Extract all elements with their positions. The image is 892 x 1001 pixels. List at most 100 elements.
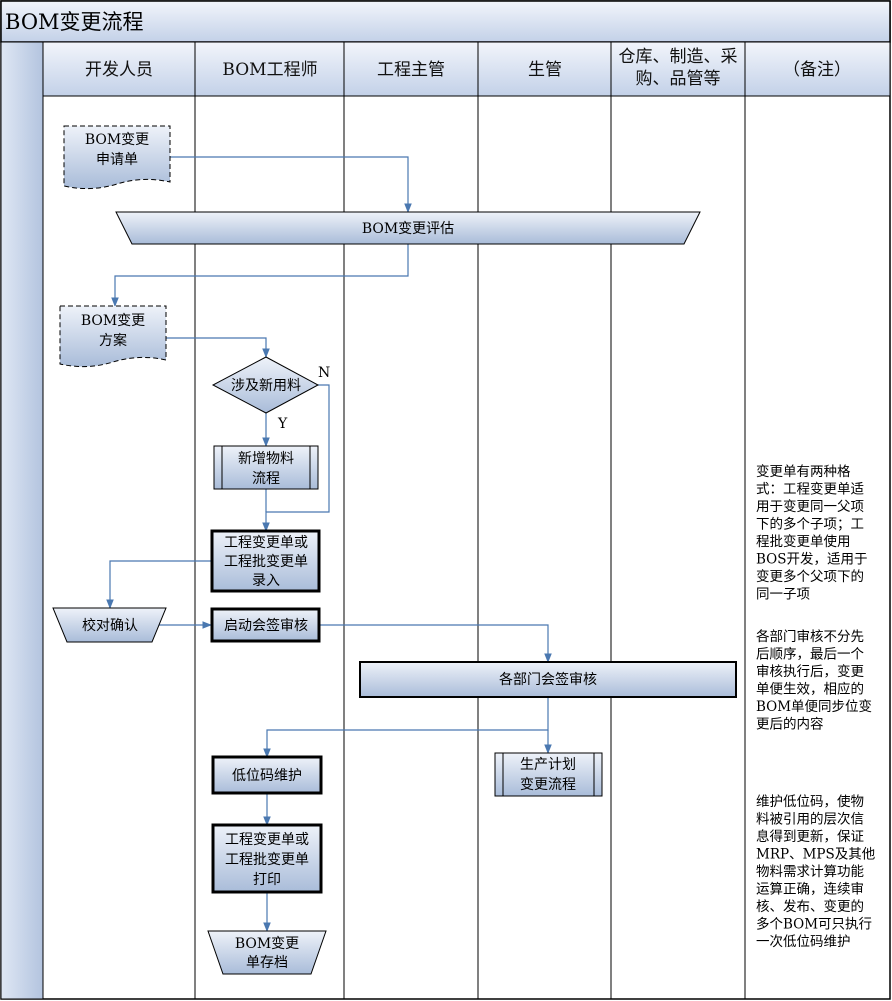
edge-plan-to-decision bbox=[166, 337, 270, 358]
text-line: 新增物料 bbox=[238, 451, 294, 467]
svg-text:BOM变更方案: BOM变更方案 bbox=[81, 313, 145, 349]
edge-dept-to-lowcode bbox=[263, 697, 549, 758]
node-change-eval: BOM变更评估 bbox=[115, 211, 701, 245]
text-line: 申请单 bbox=[96, 152, 138, 168]
text-line: 低位码维护 bbox=[232, 768, 302, 784]
text-line: 单存档 bbox=[246, 955, 288, 971]
svg-text:新增物料流程: 新增物料流程 bbox=[238, 451, 294, 487]
svg-text:工程变更单或工程批变更单录入: 工程变更单或工程批变更单录入 bbox=[224, 535, 308, 589]
lane-header-row bbox=[42, 41, 891, 97]
text-line: 下的多个子项；工 bbox=[756, 516, 864, 533]
text-line: 生管 bbox=[528, 60, 562, 80]
svg-text:各部门会签审核: 各部门会签审核 bbox=[499, 671, 597, 688]
node-start-review: 启动会签审核 bbox=[210, 607, 321, 643]
edge-entry-to-verify bbox=[106, 560, 212, 609]
text-line: 仓库、制造、采 bbox=[619, 47, 738, 67]
lane-header-warehouse: 仓库、制造、采购、品管等 bbox=[619, 47, 738, 89]
edge-review-to-dept bbox=[320, 624, 552, 663]
node-verify: 校对确认 bbox=[52, 607, 167, 643]
text-line: 程批变更单使用 bbox=[756, 533, 851, 550]
text-line: 后顺序，最后一个 bbox=[756, 647, 864, 663]
text-line: 流程 bbox=[252, 471, 280, 487]
text-line: 核、发布、变更的 bbox=[756, 899, 864, 915]
edge-eval-to-plan bbox=[111, 244, 409, 307]
branch-label-no: N bbox=[318, 365, 330, 381]
node-low-level-code: 低位码维护 bbox=[211, 755, 323, 795]
edge-decision-no bbox=[262, 384, 330, 532]
lane-header-notes: （备注） bbox=[783, 60, 851, 80]
side-band bbox=[0, 41, 44, 1000]
svg-text:BOM变更申请单: BOM变更申请单 bbox=[85, 132, 149, 168]
text-line: 购、品管等 bbox=[636, 69, 721, 89]
text-line: BOM单便同步位变 bbox=[756, 699, 872, 715]
text-line: 单便生效，相应的 bbox=[756, 681, 864, 698]
node-new-item-flow: 新增物料流程 bbox=[213, 445, 319, 490]
lane-header-prod-control: 生管 bbox=[528, 60, 562, 80]
node-prod-plan-flow: 生产计划变更流程 bbox=[494, 752, 603, 797]
lane-header-dev: 开发人员 bbox=[85, 60, 153, 80]
text-line: 同一子项 bbox=[756, 587, 810, 603]
svg-text:涉及新用料: 涉及新用料 bbox=[231, 378, 301, 394]
svg-text:生产计划变更流程: 生产计划变更流程 bbox=[520, 757, 576, 793]
text-line: MRP、MPS及其他 bbox=[756, 847, 875, 863]
node-order-print: 工程变更单或工程批变更单打印 bbox=[211, 823, 323, 894]
text-line: 更后的内容 bbox=[756, 716, 824, 733]
text-line: 打印 bbox=[253, 871, 281, 888]
page-title: BOM变更流程 bbox=[5, 10, 144, 34]
text-line: 变更单有两种格 bbox=[756, 464, 851, 480]
text-line: 式：工程变更单适 bbox=[756, 482, 864, 498]
lane-dividers bbox=[194, 42, 746, 999]
note-low-level-code: 维护低位码，使物料被引用的层次信息得到更新，保证 MRP、MPS及其他物料需求计算… bbox=[756, 793, 875, 950]
text-line: 各部门审核不分先 bbox=[756, 629, 864, 645]
svg-text:启动会签审核: 启动会签审核 bbox=[224, 617, 308, 634]
svg-text:工程变更单或工程批变更单打印: 工程变更单或工程批变更单打印 bbox=[225, 832, 309, 888]
lane-header-bom-engineer: BOM工程师 bbox=[222, 60, 317, 80]
text-line: 方案 bbox=[99, 332, 127, 349]
svg-text:校对确认: 校对确认 bbox=[82, 617, 138, 634]
text-line: BOM变更评估 bbox=[362, 221, 454, 237]
text-line: BOM变更 bbox=[81, 313, 145, 329]
text-line: 变更多个父项下的 bbox=[756, 568, 864, 585]
node-dept-review: 各部门会签审核 bbox=[359, 661, 737, 698]
lane-header-eng-manager: 工程主管 bbox=[377, 60, 445, 80]
node-change-plan: BOM变更方案 bbox=[59, 305, 167, 368]
text-line: 涉及新用料 bbox=[231, 378, 301, 394]
node-change-request: BOM变更申请单 bbox=[63, 125, 171, 190]
text-line: 审核执行后，变更 bbox=[756, 664, 864, 680]
text-line: 启动会签审核 bbox=[224, 617, 308, 634]
text-line: （备注） bbox=[783, 60, 851, 80]
text-line: 校对确认 bbox=[82, 617, 138, 634]
text-line: 工程主管 bbox=[377, 60, 445, 80]
text-line: 多个BOM可只执行 bbox=[756, 916, 872, 933]
text-line: BOM工程师 bbox=[222, 60, 317, 80]
svg-text:BOM变更单存档: BOM变更单存档 bbox=[235, 936, 299, 971]
node-order-entry: 工程变更单或工程批变更单录入 bbox=[210, 529, 321, 593]
text-line: BOS开发，适用于 bbox=[756, 552, 868, 568]
text-line: BOM变更 bbox=[235, 936, 299, 952]
text-line: 开发人员 bbox=[85, 60, 153, 80]
text-line: 维护低位码，使物 bbox=[756, 793, 864, 810]
branch-label-yes: Y bbox=[277, 416, 288, 432]
node-archive: BOM变更单存档 bbox=[207, 930, 327, 975]
text-line: 料被引用的层次信 bbox=[756, 812, 864, 828]
text-line: BOM变更 bbox=[85, 132, 149, 148]
text-line: 工程变更单或 bbox=[224, 535, 308, 551]
node-new-material-decision: 涉及新用料 bbox=[211, 356, 320, 414]
svg-text:低位码维护: 低位码维护 bbox=[232, 768, 302, 784]
text-line: 生产计划 bbox=[520, 757, 576, 773]
text-line: 变更流程 bbox=[520, 777, 576, 793]
text-line: 用于变更同一父项 bbox=[756, 499, 864, 515]
text-line: 工程批变更单 bbox=[225, 852, 309, 868]
text-line: 各部门会签审核 bbox=[499, 671, 597, 688]
connectors bbox=[106, 156, 552, 932]
text-line: 工程批变更单 bbox=[224, 554, 308, 570]
text-line: 物料需求计算功能 bbox=[756, 864, 864, 880]
note-change-order-formats: 变更单有两种格式：工程变更单适用于变更同一父项下的多个子项；工程批变更单使用 BO… bbox=[756, 464, 868, 603]
text-line: 运算正确，连续审 bbox=[756, 882, 864, 898]
text-line: 录入 bbox=[252, 573, 280, 589]
text-line: 息得到更新，保证 bbox=[756, 828, 864, 845]
text-line: 工程变更单或 bbox=[225, 832, 309, 848]
edge-request-to-eval bbox=[170, 156, 412, 213]
